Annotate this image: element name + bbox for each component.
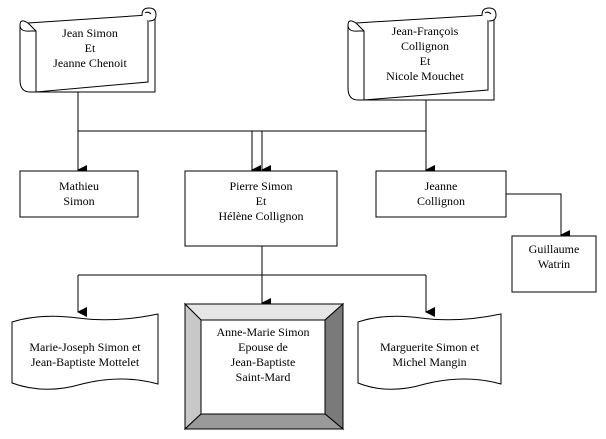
box-jeanne bbox=[375, 170, 507, 218]
box-pierre-helene bbox=[184, 170, 338, 247]
label-marie-joseph: Marie-Joseph Simon et Jean-Baptiste Mott… bbox=[29, 340, 141, 369]
label-pierre-helene: Pierre Simon Et Hélène Collignon bbox=[218, 179, 304, 223]
label-jeanne: Jeanne Collignon bbox=[416, 179, 465, 208]
connector-lines bbox=[77, 92, 570, 317]
label-mathieu: Mathieu Simon bbox=[59, 179, 99, 208]
box-mathieu bbox=[19, 170, 139, 218]
scroll-shape-simon-parents bbox=[19, 7, 157, 93]
bevel-frame-anne-marie bbox=[183, 302, 345, 431]
box-guillaume bbox=[511, 235, 597, 293]
scroll-shape-collignon-parents bbox=[347, 7, 497, 101]
wave-shape-marguerite bbox=[357, 313, 502, 390]
arrow-to-guillaume bbox=[506, 193, 570, 240]
label-guillaume: Guillaume Watrin bbox=[528, 242, 580, 271]
label-simon-parents: Jean Simon Et Jeanne Chenoit bbox=[53, 26, 127, 70]
label-collignon-parents: Jean-François Collignon Et Nicole Mouche… bbox=[386, 24, 464, 83]
label-anne-marie: Anne-Marie Simon Epouse de Jean-Baptiste… bbox=[216, 325, 310, 384]
label-marguerite: Marguerite Simon et Michel Mangin bbox=[379, 340, 480, 369]
wave-shape-marie-joseph bbox=[11, 313, 159, 390]
